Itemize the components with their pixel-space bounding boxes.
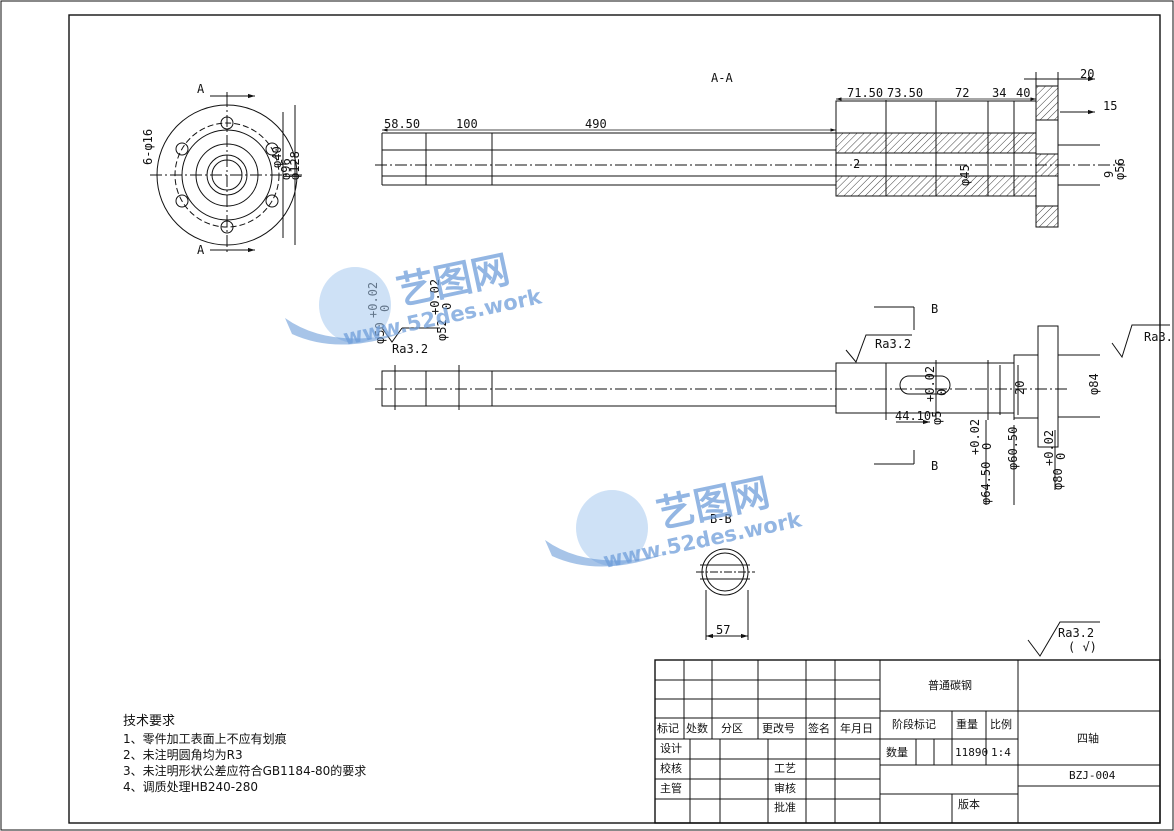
front-phi84: φ84 [1087,373,1101,395]
section-a-label-bottom: A [197,243,205,257]
tb-supervisor: 主管 [660,781,682,795]
aa-dim-9: 9 [1102,171,1116,178]
front-phi52-tol-up: +0.02 [428,279,442,315]
default-roughness: Ra3.2 [1058,626,1094,640]
tb-material: 普通碳钢 [928,678,972,692]
section-bb-title: B-B [710,512,732,526]
tech-req-item-1: 1、零件加工表面上不应有划痕 [123,731,287,746]
tb-review: 审核 [774,781,796,795]
tb-header-count: 处数 [686,722,708,735]
default-roughness-mark: ( √) [1068,640,1097,654]
aa-dim-5850: 58.50 [384,117,420,131]
front-phi-slot: φ5 [930,411,944,425]
front-length-4410: 44.10 [895,409,931,423]
tb-process: 工艺 [774,762,796,775]
tb-check: 校核 [660,761,682,775]
tb-weight: 重量 [956,717,978,731]
aa-dim-40: 40 [1016,86,1030,100]
front-phi6450: φ64.50 [979,462,993,505]
title-block [654,659,1161,824]
aa-dim-phi56: φ56 [1113,158,1127,180]
front-phi52: φ52 [435,319,449,341]
front-phi-slot-tol-up: +0.02 [923,366,937,402]
bb-width-57: 57 [716,623,730,637]
aa-dim-72: 72 [955,86,969,100]
tb-design: 设计 [660,742,682,755]
holes-dimension: 6-φ16 [141,129,155,165]
aa-dimension-lines [382,97,1036,132]
aa-dim-100: 100 [456,117,478,131]
front-width-20: 20 [1013,381,1027,395]
flange-dim-2: φ96 [279,158,293,180]
aa-dim-2: 2 [853,157,860,171]
front-phi6450-tol-low: 0 [980,443,994,450]
surface-roughness-symbols [381,324,1170,657]
front-ra-left: Ra3.2 [392,342,428,356]
section-aa-title: A-A [711,71,733,85]
flange-dim-1: φ40 [270,146,284,168]
tb-scale: 比例 [990,717,1012,731]
watermark-2: 艺图网 www.52des.work [545,470,805,573]
tb-header-zone: 分区 [721,722,743,735]
tb-header-mark: 标记 [657,721,679,735]
aa-dim-20: 20 [1080,67,1094,81]
section-b-label-top: B [931,302,938,316]
aa-section-shaft [375,72,1125,228]
front-view-shaft [375,306,1100,505]
tech-req-item-2: 2、未注明圆角均为R3 [123,747,243,762]
flange-end-view [150,92,305,255]
aa-dim-7150: 71.50 [847,86,883,100]
aa-dim-7350: 73.50 [887,86,923,100]
front-phi-slot-tol-low: 0 [935,389,949,396]
tb-part-name: 四轴 [1077,731,1099,745]
tb-header-sign: 签名 [808,721,830,735]
aa-dim-15: 15 [1103,99,1117,113]
tb-stage-mark: 阶段标记 [892,717,936,731]
aa-dim-490: 490 [585,117,607,131]
front-ra-right: Ra3. [1144,330,1173,344]
tech-req-item-4: 4、调质处理HB240-280 [123,780,258,794]
front-ra-mid: Ra3.2 [875,337,911,351]
tb-header-change: 更改号 [762,721,795,735]
title-block-text: 普通碳钢 标记 处数 分区 更改号 签名 年月日 阶段标记 重量 比例 数量 1… [657,678,1116,814]
front-phi52-tol-low: 0 [440,303,454,310]
tb-scale-value: 1:4 [991,746,1011,759]
tb-qty: 数量 [886,746,908,759]
inner-border [68,14,1161,824]
tech-requirements: 技术要求 1、零件加工表面上不应有划痕 2、未注明圆角均为R3 3、未注明形状公… [123,714,366,794]
tb-version: 版本 [958,797,980,811]
watermark-1: 艺图网 www.52des.work [285,247,545,350]
tb-header-date: 年月日 [840,721,873,735]
tb-drawing-no: BZJ-004 [1069,769,1116,782]
flange-dim-3: φ128 [288,151,302,180]
tb-approve: 批准 [774,800,796,814]
front-phi80-tol-low: 0 [1054,453,1068,460]
front-phi80: φ80 [1051,468,1065,490]
front-phi6050: φ60.50 [1006,427,1020,470]
tb-weight-value: 11890 [955,746,988,759]
section-a-label-top: A [197,82,205,96]
aa-dim-34: 34 [992,86,1006,100]
front-phi80-tol-up: +0.02 [1042,430,1056,466]
aa-dim-phi45: φ45 [958,164,972,186]
section-b-label-bottom: B [931,459,938,473]
bb-section-view [696,548,755,640]
front-phi6450-tol-up: +0.02 [968,419,982,455]
tech-req-title: 技术要求 [123,714,175,729]
tech-req-item-3: 3、未注明形状公差应符合GB1184-80的要求 [123,763,366,778]
